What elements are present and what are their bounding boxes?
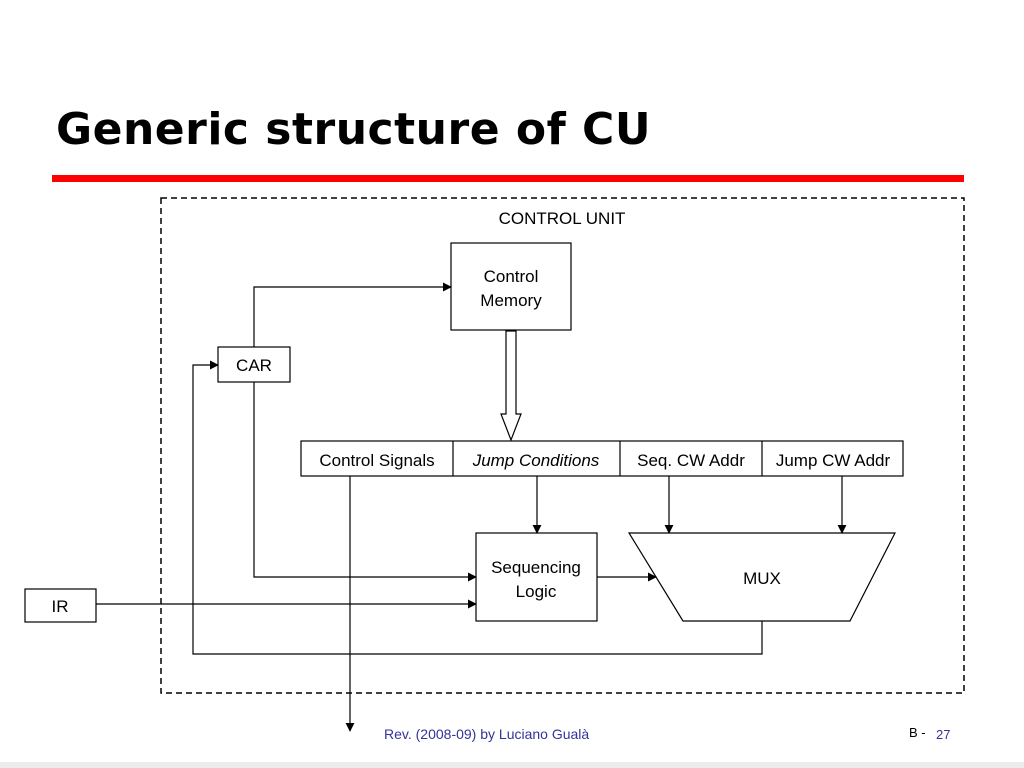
footer-credit: Rev. (2008-09) by Luciano Gualà (384, 726, 590, 742)
footer-page-number: 27 (936, 727, 951, 742)
control-unit-boundary (160, 197, 965, 694)
control-unit-label: CONTROL UNIT (499, 209, 626, 228)
field-jump-conditions: Jump Conditions (472, 451, 600, 470)
sequencing-logic-box (475, 532, 598, 622)
ir-register-box (24, 588, 97, 623)
memory-output-bus-arrow (500, 330, 522, 442)
control-word-register (300, 440, 904, 477)
car-to-sequencing-logic-arrow (253, 382, 477, 582)
slide-title: Generic structure of CU (56, 104, 652, 155)
sequencing-logic-label-line1: Sequencing (491, 558, 581, 577)
mux-trapezoid (627, 532, 896, 622)
mux-label: MUX (743, 569, 781, 588)
car-label: CAR (236, 356, 272, 375)
mux-feedback-to-car-arrow (192, 360, 763, 655)
control-memory-box (450, 242, 572, 331)
footer-page-prefix: B - (909, 725, 926, 740)
title-underline-rule (52, 175, 964, 182)
field-seq-cw-addr: Seq. CW Addr (637, 451, 745, 470)
car-to-control-memory-arrow (253, 282, 452, 347)
control-memory-label-line1: Control (484, 267, 539, 286)
car-register-box (217, 346, 291, 383)
ir-label: IR (52, 597, 69, 616)
field-jump-cw-addr: Jump CW Addr (776, 451, 891, 470)
slide-bottom-bar (0, 762, 1024, 768)
control-memory-label-line2: Memory (480, 291, 542, 310)
field-control-signals: Control Signals (319, 451, 434, 470)
sequencing-logic-label-line2: Logic (516, 582, 557, 601)
